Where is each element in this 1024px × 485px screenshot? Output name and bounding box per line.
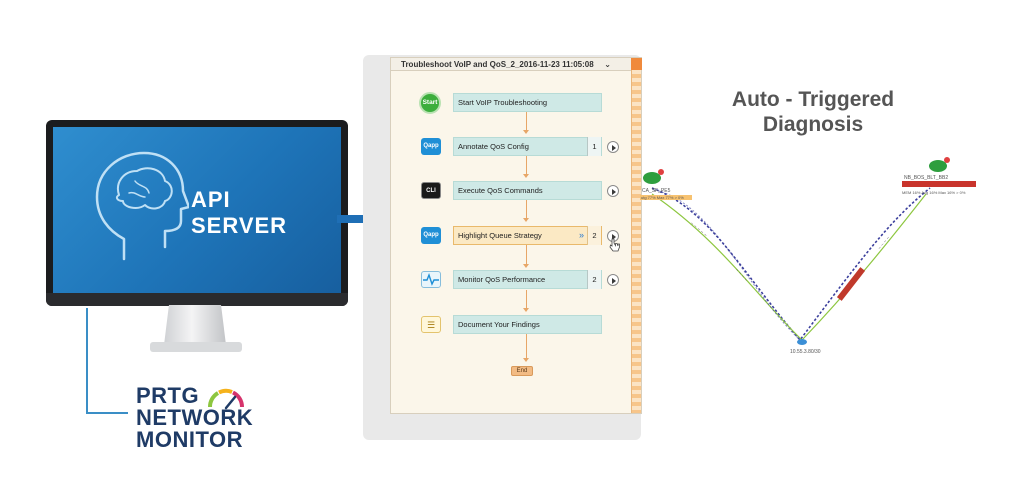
left-stat-label: utg 77% Max 77% > 0% [641, 195, 684, 200]
gauge-icon [207, 388, 245, 410]
alert-bar [836, 267, 866, 301]
api-server-label: API SERVER [191, 187, 287, 239]
right-stat-label: MEM 16% Avg 16% Max 16% > 0% [902, 190, 966, 195]
flow-arrowhead [523, 358, 529, 362]
end-node[interactable]: End [511, 366, 533, 376]
step-count: 1 [587, 137, 601, 156]
step-label: Start VoIP Troubleshooting [458, 98, 548, 107]
pulse-monitor-icon[interactable] [421, 271, 441, 288]
chevron-down-icon[interactable]: ⌄ [604, 60, 611, 69]
play-icon[interactable] [607, 185, 619, 197]
step-count: 2 [587, 226, 601, 245]
step-highlight-queue[interactable]: Highlight Queue Strategy » 2 [453, 226, 602, 245]
flow-connector [526, 200, 527, 220]
router-icon[interactable] [643, 172, 661, 184]
topology-link [653, 189, 799, 339]
diagnosis-title: Auto - Triggered Diagnosis [708, 87, 918, 137]
step-label: Annotate QoS Config [458, 142, 529, 151]
flow-connector [526, 290, 527, 310]
left-stat-bar [640, 195, 692, 200]
flow-arrowhead [523, 174, 529, 178]
router-icon[interactable] [929, 160, 947, 172]
play-icon[interactable] [607, 141, 619, 153]
flow-connector [526, 334, 527, 360]
step-annotate-qos[interactable]: Annotate QoS Config 1 [453, 137, 602, 156]
topology-link [801, 193, 927, 341]
computer-monitor: API SERVER [46, 120, 348, 306]
workflow-title: Troubleshoot VoIP and QoS_2_2016-11-23 1… [401, 60, 594, 69]
head-profile-icon [95, 151, 189, 261]
hand-cursor-icon [609, 238, 620, 252]
side-scroll-strip[interactable] [631, 58, 642, 413]
monitor-stand [164, 305, 226, 345]
double-chevron-icon: » [578, 230, 584, 240]
link-label: ~ ~ ~ ~ [734, 267, 749, 283]
flow-connector [526, 112, 527, 132]
prtg-line3: MONITOR [136, 427, 243, 452]
topology-link [651, 187, 931, 342]
qapp-icon[interactable]: Qapp [421, 227, 441, 244]
workflow-title-bar: Troubleshoot VoIP and QoS_2_2016-11-23 1… [391, 58, 641, 71]
alert-badge-icon [944, 157, 950, 163]
document-icon[interactable]: ☰ [421, 316, 441, 333]
step-execute-qos[interactable]: Execute QoS Commands [453, 181, 602, 200]
title-line1: Auto - Triggered [731, 88, 895, 111]
right-node-bar [902, 181, 976, 187]
api-label: API [191, 187, 231, 212]
flow-arrowhead [523, 308, 529, 312]
workflow-panel: Troubleshoot VoIP and QoS_2_2016-11-23 1… [390, 57, 642, 414]
step-count: 2 [587, 270, 601, 289]
right-node-label: NB_BOS_BLT_BB2 [904, 175, 948, 181]
topology-link [651, 193, 803, 341]
step-label: Monitor QoS Performance [458, 275, 546, 284]
prtg-connector-line [86, 308, 128, 414]
start-icon[interactable]: Start [419, 92, 441, 114]
flow-arrowhead [523, 264, 529, 268]
monitor-chin [46, 293, 348, 306]
collapse-tab[interactable] [631, 58, 642, 70]
flow-arrowhead [523, 218, 529, 222]
qapp-icon[interactable]: Qapp [421, 138, 441, 155]
left-node-label: CA_SF_PE5 [642, 188, 671, 194]
monitor-screen: API SERVER [53, 127, 341, 293]
network-topology: ~ ~ ~ ~ ~ ~ ~ ~ ~ ~ ~ ~ ~ CA_SF_PE5 utg … [640, 157, 976, 355]
alert-badge-icon [658, 169, 664, 175]
step-document-findings[interactable]: Document Your Findings [453, 315, 602, 334]
title-line2: Diagnosis [762, 113, 864, 136]
play-icon[interactable] [607, 274, 619, 286]
pulse-icon [423, 272, 439, 286]
prtg-line2: NETWORK [136, 405, 254, 430]
step-label: Document Your Findings [458, 320, 540, 329]
step-monitor-qos[interactable]: Monitor QoS Performance 2 [453, 270, 602, 289]
prtg-logo: PRTG NETWORK MONITOR [136, 385, 276, 451]
flow-connector [526, 156, 527, 176]
bottom-node-label: 10.55.3.80/30 [790, 349, 821, 355]
server-label: SERVER [191, 213, 288, 238]
flow-connector [526, 244, 527, 266]
monitor-stand-base [150, 342, 242, 352]
step-start-voip[interactable]: Start VoIP Troubleshooting [453, 93, 602, 112]
subnet-node-icon[interactable] [797, 339, 807, 345]
cli-icon[interactable]: CLI [421, 182, 441, 199]
step-label: Execute QoS Commands [458, 186, 543, 195]
prtg-line1: PRTG [136, 383, 200, 408]
step-label: Highlight Queue Strategy [458, 231, 542, 240]
flow-arrowhead [523, 130, 529, 134]
